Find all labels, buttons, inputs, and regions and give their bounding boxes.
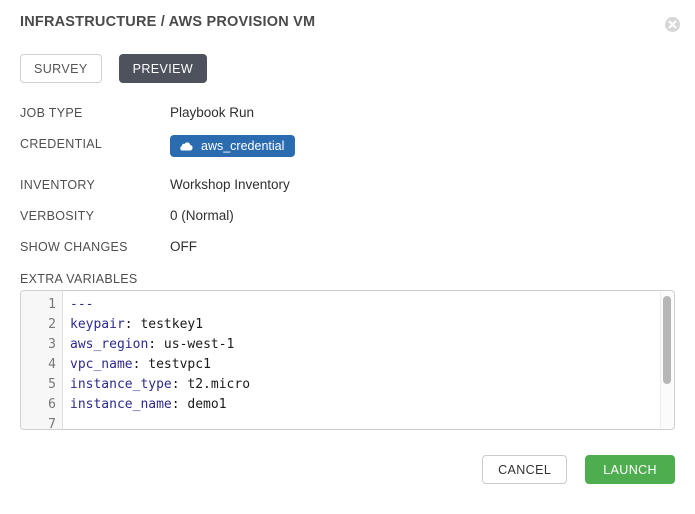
code-line-list: --- keypair: testkey1 aws_region: us-west-… <box>64 291 674 429</box>
line-number: 4 <box>48 357 56 372</box>
detail-row-inventory: INVENTORY Workshop Inventory <box>20 176 660 200</box>
tab-bar: SURVEY PREVIEW <box>20 54 208 83</box>
detail-row-verbosity: VERBOSITY 0 (Normal) <box>20 207 660 231</box>
detail-label: VERBOSITY <box>20 209 95 223</box>
detail-row-show-changes: SHOW CHANGES OFF <box>20 238 660 262</box>
yaml-key: aws_region <box>70 337 149 352</box>
code-line: vpc_name: testvpc1 <box>70 357 211 372</box>
code-line <box>64 415 674 429</box>
close-icon[interactable] <box>665 17 680 32</box>
cloud-icon <box>179 141 193 151</box>
code-line: instance_name: demo1 <box>70 397 227 412</box>
editor-code-area[interactable]: --- keypair: testkey1 aws_region: us-west-… <box>64 291 674 429</box>
yaml-key: keypair <box>70 317 125 332</box>
editor-scrollbar-thumb[interactable] <box>663 296 671 384</box>
tab-preview[interactable]: PREVIEW <box>118 54 208 83</box>
tab-survey[interactable]: SURVEY <box>20 54 102 83</box>
cancel-button[interactable]: CANCEL <box>482 455 568 484</box>
dialog-header: INFRASTRUCTURE / AWS PROVISION VM <box>20 14 675 36</box>
detail-value: Playbook Run <box>170 105 255 120</box>
detail-value: 0 (Normal) <box>170 208 234 223</box>
line-number: 7 <box>48 417 56 430</box>
line-number: 6 <box>48 397 56 412</box>
detail-label: JOB TYPE <box>20 106 83 120</box>
line-number: 5 <box>48 377 56 392</box>
yaml-key: instance_type <box>70 377 172 392</box>
line-number: 3 <box>48 337 56 352</box>
line-number: 1 <box>48 297 56 312</box>
credential-badge[interactable]: aws_credential <box>170 135 296 157</box>
detail-row-credential: CREDENTIAL aws_credential <box>20 135 660 163</box>
launch-button[interactable]: LAUNCH <box>585 455 675 484</box>
detail-value: Workshop Inventory <box>170 177 290 192</box>
dialog-footer: CANCEL LAUNCH <box>482 455 675 484</box>
code-line: instance_type: t2.micro <box>70 377 251 392</box>
code-line: keypair: testkey1 <box>70 317 204 332</box>
extra-variables-editor[interactable]: 1 2 3 4 5 6 7 --- keypair: testkey1 aws_region: … <box>20 290 675 430</box>
detail-label: SHOW CHANGES <box>20 240 128 254</box>
yaml-key: instance_name <box>70 397 172 412</box>
line-number: 2 <box>48 317 56 332</box>
detail-label: CREDENTIAL <box>20 137 103 151</box>
code-line: --- <box>64 295 674 315</box>
detail-value: OFF <box>170 239 197 254</box>
line-number-list: 1 2 3 4 5 6 7 <box>21 291 62 430</box>
code-line: aws_region: us-west-1 <box>70 337 235 352</box>
page-title: INFRASTRUCTURE / AWS PROVISION VM <box>20 14 316 30</box>
editor-scrollbar[interactable] <box>660 292 673 428</box>
yaml-doc-start: --- <box>70 297 94 312</box>
yaml-key: vpc_name <box>70 357 133 372</box>
detail-row-job-type: JOB TYPE Playbook Run <box>20 104 660 128</box>
detail-label: INVENTORY <box>20 178 96 192</box>
editor-gutter: 1 2 3 4 5 6 7 <box>21 291 63 429</box>
credential-badge-label: aws_credential <box>201 139 285 153</box>
job-detail-list: JOB TYPE Playbook Run CREDENTIAL aws_cre… <box>20 104 660 269</box>
extra-variables-label: EXTRA VARIABLES <box>20 272 138 286</box>
